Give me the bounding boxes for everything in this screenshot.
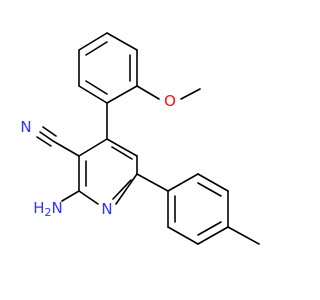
bond [197,173,229,192]
bond [180,88,201,100]
bond [52,140,80,157]
bond [106,138,138,157]
ring-nitrogen-label: N [101,200,112,218]
bond [85,41,108,56]
bond [112,179,132,200]
oxygen-atom-label: O [164,92,176,110]
bond [197,226,229,245]
bond [85,80,108,95]
bond [42,126,57,137]
bond [78,138,108,157]
pyridine-ring: N [78,102,138,218]
amine-hydrogen: H [33,199,44,217]
bond [197,221,222,236]
molecule-canvas: O N N H2N [20,32,260,245]
bond [39,131,54,142]
bond [136,85,160,100]
bond [78,85,108,104]
bond [78,190,99,205]
nitrile-group: N [20,118,80,157]
methoxyphenyl-ring [78,32,138,104]
bond [78,32,108,51]
amine-label: H2N [33,199,63,219]
bond [61,190,80,202]
bond [167,173,199,192]
bond [36,136,52,147]
tolyl-ring [136,173,260,245]
bond [111,146,133,160]
amine-subscript: 2 [45,206,52,219]
bond [197,182,222,197]
bond [227,226,260,245]
methoxy-group: O [136,85,201,110]
bond [115,173,138,205]
bond [106,32,138,51]
nitrile-nitrogen-label: N [20,118,31,136]
molecule-structure: O N N H2N [20,32,260,245]
bond [136,173,169,192]
amine-nitrogen: N [52,199,63,217]
bond [167,226,199,245]
bond [106,85,138,104]
amino-group: H2N [33,190,80,219]
